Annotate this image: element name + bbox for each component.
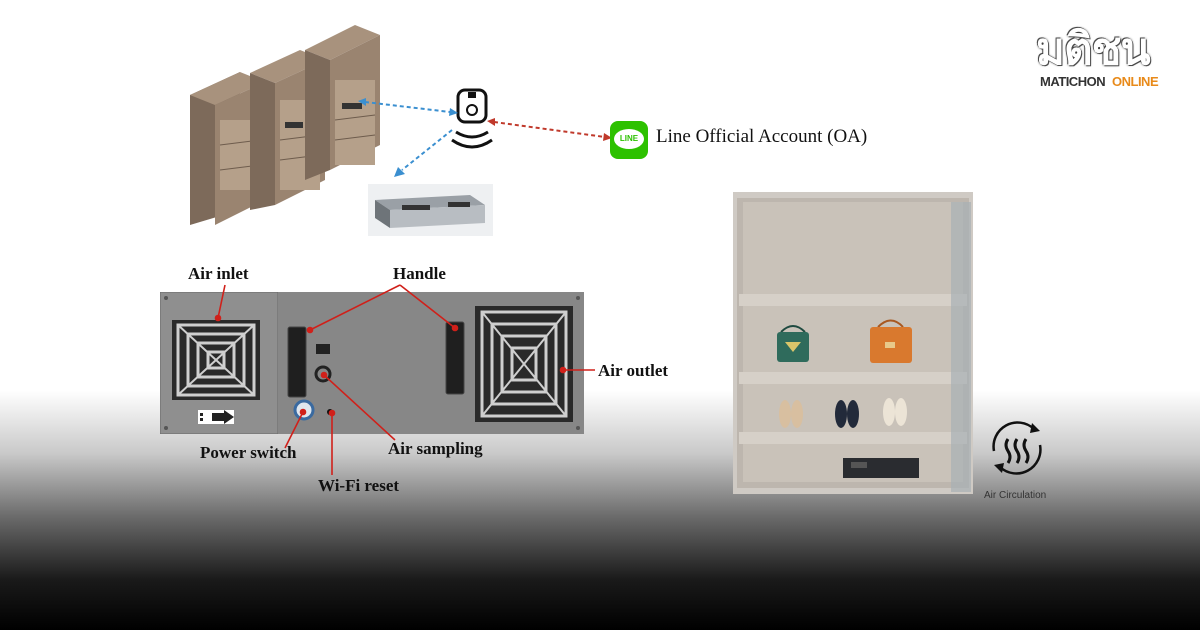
wardrobe-cabinets-illustration [190,25,380,225]
air-circulation-icon [992,421,1042,475]
handle-left [287,326,307,398]
green-handbag-photo [777,325,809,362]
device-front-panel [160,292,584,434]
air-inlet-grille [172,320,260,400]
air-outlet-grille [475,306,573,422]
sensor-device-icon [451,88,493,149]
label-handle: Handle [393,264,446,283]
label-air-inlet: Air inlet [188,264,249,283]
label-air-sampling: Air sampling [388,439,483,458]
handle-right [445,321,465,395]
air-module-illustration [368,184,493,236]
logo-thai-text: มติชน [1036,24,1151,75]
wifi-link-module [401,129,453,171]
air-sampling-port [314,365,332,383]
toggle-switch [316,344,330,354]
logo-sub-online: ONLINE [1112,74,1159,89]
shoes-photo [779,398,907,428]
line-app-icon: LINE [610,121,648,159]
direction-arrow-icon [198,410,234,424]
cabinet-photo [733,192,973,494]
logo-sub-matichon: MATICHON [1040,74,1106,89]
label-wifi-reset: Wi-Fi reset [318,476,400,495]
label-power-switch: Power switch [200,443,297,462]
label-air-outlet: Air outlet [598,361,669,380]
wifi-link-cabinet [364,101,451,113]
system-diagram [190,25,612,236]
line-oa-label: Line Official Account (OA) [656,126,868,147]
orange-handbag-photo [870,319,912,363]
cloud-link-line [493,121,606,138]
air-circulation-label: Air Circulation [984,490,1047,501]
